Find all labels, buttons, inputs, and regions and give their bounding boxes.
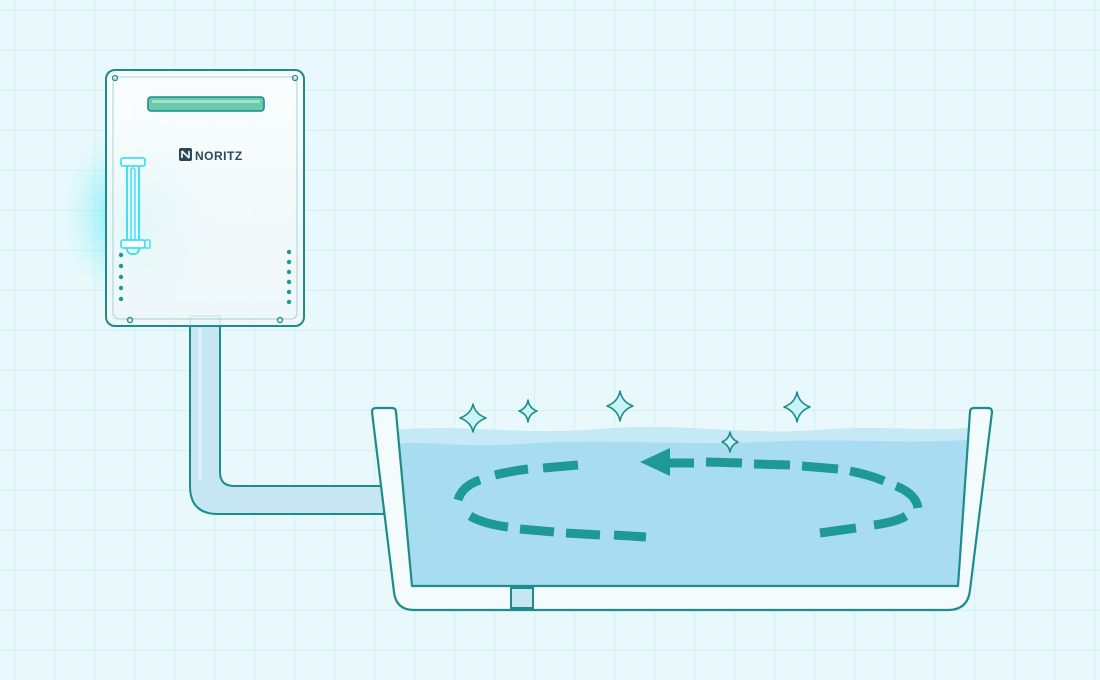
screw (126, 316, 134, 324)
sparkle-icon (783, 391, 811, 423)
flow-dash (613, 530, 647, 542)
flow-dash (819, 523, 857, 538)
bath-water (396, 426, 968, 585)
sparkle-icon (518, 399, 538, 423)
arrow-head (640, 448, 670, 476)
flow-dash (542, 460, 579, 473)
bathtub-foot (510, 587, 534, 609)
heater-vent (147, 96, 265, 112)
flow-dash (849, 466, 886, 486)
screw (291, 74, 299, 82)
sparkle-icon (459, 403, 487, 433)
flow-dash (519, 524, 555, 537)
bathtub (370, 406, 994, 612)
noritz-logo-icon (179, 148, 192, 161)
flow-dash (873, 512, 909, 530)
heater-brand: NORITZ (195, 149, 243, 163)
flow-dash (705, 457, 743, 468)
screw (276, 316, 284, 324)
bathtub-shell (370, 406, 994, 612)
circulation-flow (453, 448, 923, 542)
flow-dash (493, 464, 529, 480)
water-heater: NORITZ (60, 69, 305, 327)
sparkles (459, 390, 811, 453)
screw (111, 74, 119, 82)
indicator-lights-right (286, 249, 292, 305)
heating-element (120, 157, 151, 255)
flow-dash (453, 475, 482, 502)
flow-dash (565, 528, 601, 540)
flow-dash (801, 461, 839, 474)
sparkle-icon (606, 390, 634, 422)
sparkle-icon (721, 431, 739, 453)
heater-body (105, 69, 305, 327)
flow-dash (753, 459, 791, 470)
indicator-lights-left (118, 252, 124, 302)
flow-dash (894, 481, 923, 509)
flow-dash (467, 512, 509, 532)
